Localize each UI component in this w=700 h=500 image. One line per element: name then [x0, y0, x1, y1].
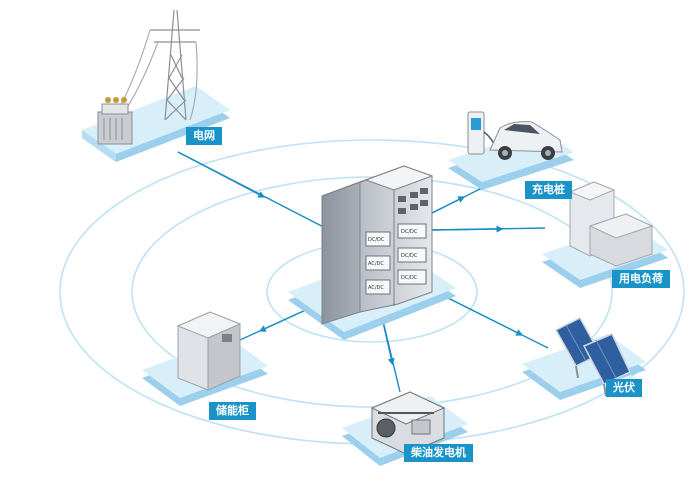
label-charging-pile: 充电桩: [525, 181, 572, 199]
label-grid: 电网: [186, 127, 222, 145]
label-photovoltaic: 光伏: [606, 379, 642, 397]
label-storage-cabinet: 储能柜: [209, 402, 256, 420]
arrow-grid: [177, 151, 266, 198]
storage-cabinet-icon: [176, 311, 242, 391]
module-slot: [397, 223, 427, 239]
vent-grille: [398, 188, 428, 214]
module-slot: [365, 279, 391, 295]
ring-middle: [131, 176, 613, 408]
transformer-icon: [97, 97, 133, 145]
solar-panel-icon: [554, 317, 632, 397]
load-equipment-icon: [568, 181, 654, 267]
module-slot: [397, 247, 427, 263]
module-slot: [365, 231, 391, 247]
diesel-generator-icon: [370, 391, 446, 455]
module-slot: [365, 255, 391, 271]
module-label: DC/DC: [401, 229, 418, 235]
label-diesel-generator: 柴油发电机: [404, 444, 473, 462]
module-label: DC/DC: [368, 237, 385, 243]
module-label: AC/DC: [368, 285, 384, 291]
module-label: DC/DC: [401, 275, 418, 281]
central-cabinet-icon: DC/DC DC/DC AC/DC DC/DC AC/DC DC/DC: [321, 165, 434, 325]
module-labels: DC/DC DC/DC AC/DC DC/DC AC/DC DC/DC: [368, 229, 418, 291]
line-center-to-load: [417, 227, 546, 251]
label-electric-load: 用电负荷: [612, 270, 670, 288]
module-label: AC/DC: [368, 261, 384, 267]
arrow-load: [431, 225, 504, 233]
module-label: DC/DC: [401, 253, 418, 259]
module-slot: [397, 269, 427, 285]
module-slots: [365, 223, 427, 295]
electric-car-icon: [489, 121, 563, 160]
